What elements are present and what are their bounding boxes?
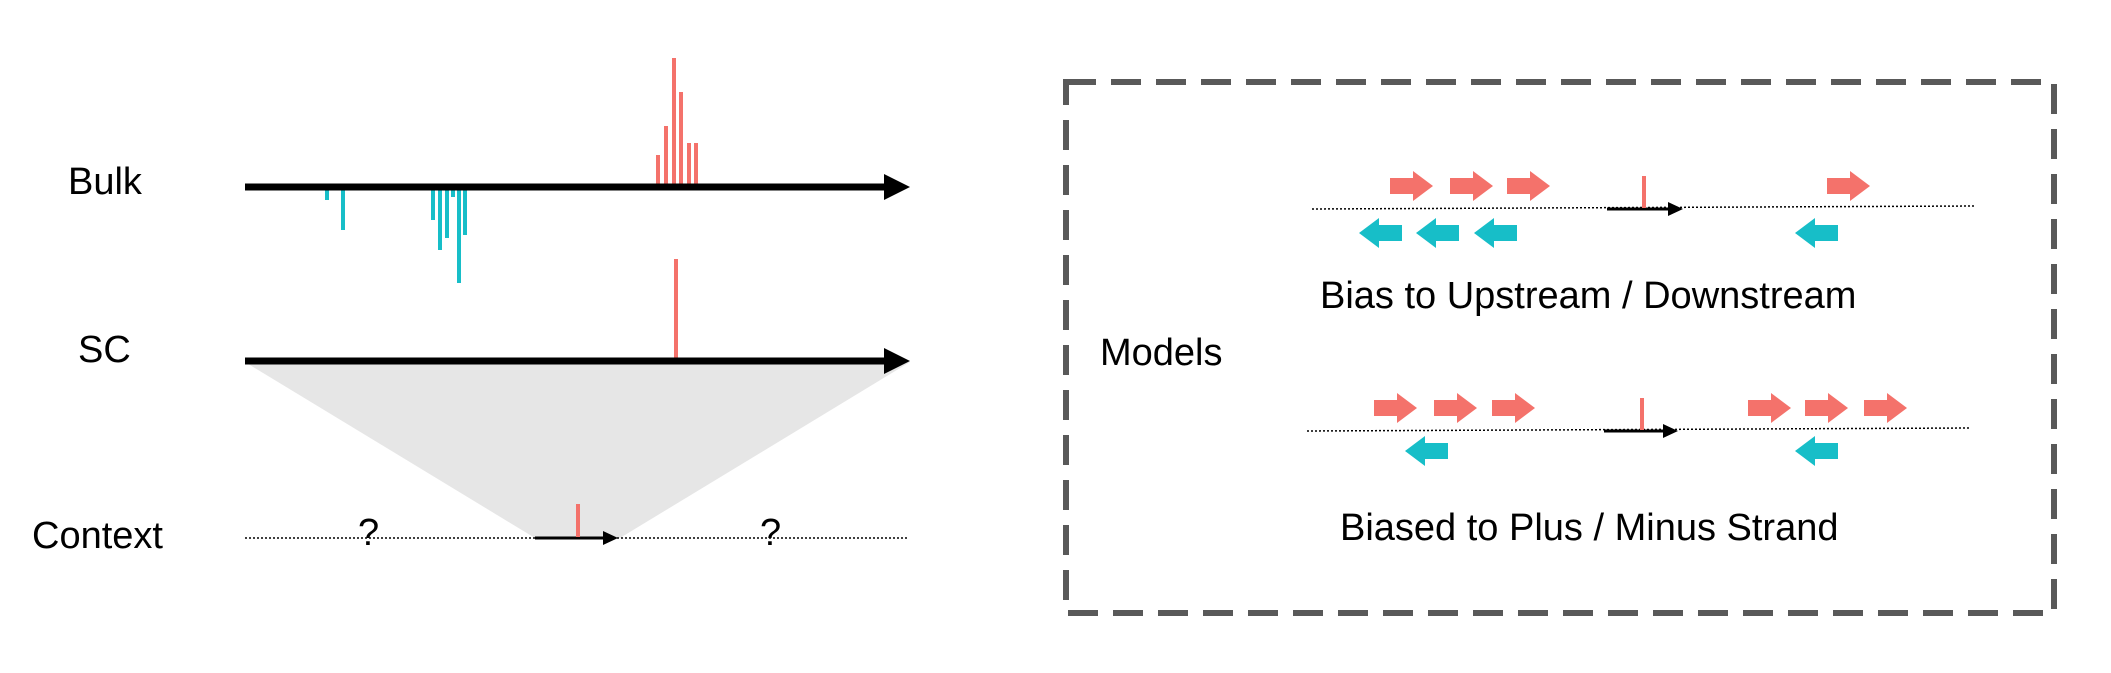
model1-sequence-line [1311,205,1976,210]
model2-diagram: Biased to Plus / Minus Strand [1306,393,1971,549]
plus-strand-arrow [1450,171,1493,201]
model1-gene-arrow [1607,202,1683,216]
bulk-minus-peaks [325,188,467,283]
plus-strand-arrow [1827,171,1870,201]
model2-gene-arrow [1604,424,1678,438]
bulk-plus-peaks [656,58,698,186]
context-gene-arrow [535,531,618,545]
context-label: Context [32,515,163,557]
plus-strand-arrow [1434,393,1477,423]
context-unknown-left: ? [358,512,379,554]
sc-axis-arrow [245,348,910,374]
plus-strand-arrow [1864,393,1907,423]
sc-label: SC [78,329,131,371]
plus-strand-arrow [1390,171,1433,201]
minus-strand-arrow [1359,218,1402,248]
plus-strand-arrow [1507,171,1550,201]
minus-strand-arrow [1416,218,1459,248]
zoom-funnel [245,362,910,538]
model2-minus-arrows [1405,436,1838,466]
models-title: Models [1100,332,1223,374]
model1-plus-arrows [1390,171,1870,201]
model2-sequence-line [1306,427,1971,432]
model1-minus-arrows [1359,218,1838,248]
model2-caption: Biased to Plus / Minus Strand [1340,507,1838,549]
plus-strand-arrow [1748,393,1791,423]
model1-diagram: Bias to Upstream / Downstream [1311,171,1976,317]
bulk-label: Bulk [68,161,143,203]
minus-strand-arrow [1474,218,1517,248]
minus-strand-arrow [1795,436,1838,466]
model1-caption: Bias to Upstream / Downstream [1320,275,1856,317]
models-frame [1063,79,2057,616]
minus-strand-arrow [1795,218,1838,248]
plus-strand-arrow [1805,393,1848,423]
model2-plus-arrows [1374,393,1907,423]
minus-strand-arrow [1405,436,1448,466]
bulk-axis-arrow [245,174,910,200]
plus-strand-arrow [1374,393,1417,423]
plus-strand-arrow [1492,393,1535,423]
context-unknown-right: ? [760,512,781,554]
